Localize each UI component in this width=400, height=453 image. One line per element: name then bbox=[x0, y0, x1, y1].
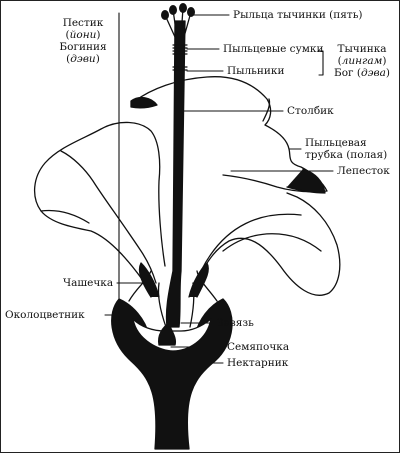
stamen-label: Тычинка (лингам) Бог (дэва) bbox=[333, 43, 390, 79]
pistil-label: Пестик (йони) Богиния (дэви) bbox=[51, 17, 115, 65]
sepal-right bbox=[188, 262, 209, 298]
style-column bbox=[165, 20, 186, 328]
god-label: Бог bbox=[333, 67, 354, 79]
goddess-devi-label: дэви bbox=[70, 53, 96, 65]
style-label: Столбик bbox=[287, 105, 334, 117]
pollen-sacs-label: Пыльцевые сумки bbox=[223, 43, 324, 55]
stigmas-label: Рыльца тычинки (пять) bbox=[233, 9, 363, 21]
anthers-label: Пыльники bbox=[227, 65, 285, 77]
pistil-yoni-label: йони bbox=[69, 29, 97, 41]
stamen-lingam-label: лингам bbox=[341, 55, 383, 67]
sepal-label: Чашечка bbox=[63, 277, 114, 289]
goddess-label: Богиния bbox=[59, 41, 107, 53]
leader-lines bbox=[104, 14, 334, 364]
petal-label: Лепесток bbox=[337, 165, 390, 177]
nectary-label: Нектарник bbox=[227, 357, 289, 369]
ovary-label: Завязь bbox=[217, 317, 254, 329]
anthers bbox=[172, 44, 188, 71]
sepal-left bbox=[138, 262, 160, 298]
pollen-tube-label: Пыльцевая трубка (полая) bbox=[305, 137, 388, 161]
ovule-label: Семяпочка bbox=[227, 341, 290, 353]
petal-left bbox=[34, 121, 166, 290]
god-deva-label: дэва bbox=[360, 67, 386, 79]
perianth-label: Околоцветник bbox=[5, 309, 85, 321]
petal-right bbox=[196, 192, 341, 296]
